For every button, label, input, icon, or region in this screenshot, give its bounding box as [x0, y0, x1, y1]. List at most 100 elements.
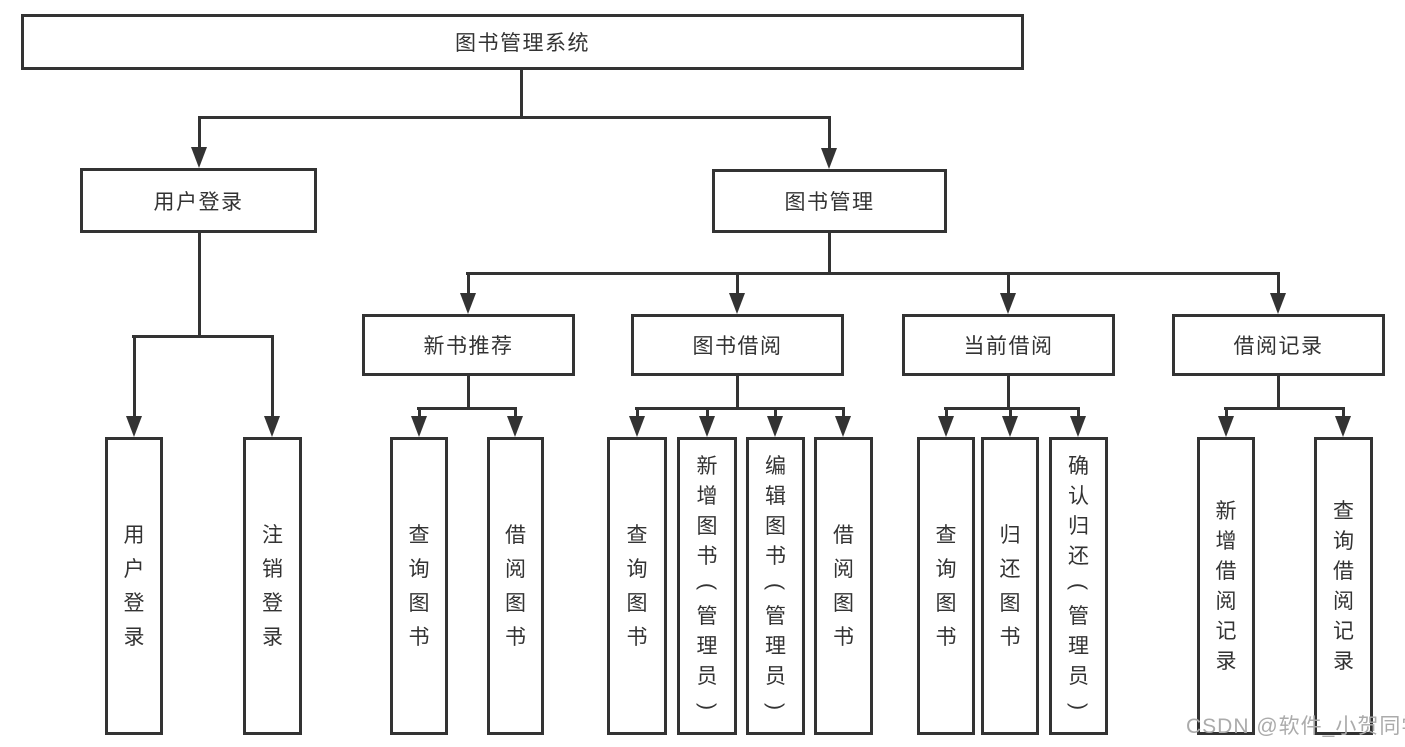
- connector-stem-root: [519, 70, 523, 118]
- arrowhead-down-icon: [699, 416, 715, 437]
- leaf-label-char: 登: [262, 591, 283, 615]
- leaf-label-char: 查: [626, 523, 648, 547]
- leaf-label-char: 阅: [833, 557, 854, 581]
- leaf-label-char: 查: [935, 523, 957, 547]
- arrowhead-down-icon: [1218, 416, 1234, 437]
- connector-rail-borrowing-records: [1224, 406, 1345, 410]
- leaf-label-char: 编: [765, 454, 786, 478]
- connector-rail-new-book-recommend: [417, 406, 517, 410]
- connector-arrow-shaft: [827, 117, 831, 150]
- leaf-label-char: 书: [505, 625, 526, 649]
- node-user-login: 用户登录: [80, 168, 317, 233]
- arrowhead-down-icon: [1335, 416, 1351, 437]
- leaf-label-char: 理: [696, 634, 718, 658]
- leaf-label-char: (: [764, 582, 787, 590]
- leaf-query-books-borrow: 查询图书: [607, 437, 667, 735]
- leaf-label-char: 增: [696, 484, 718, 508]
- node-new-book-recommend-label: 新书推荐: [423, 335, 514, 358]
- arrowhead-down-icon: [938, 416, 954, 437]
- arrowhead-down-icon: [821, 148, 837, 169]
- connector-rail-current-borrowing: [944, 406, 1080, 410]
- connector-arrow-shaft: [1224, 408, 1228, 418]
- leaf-label-char: 图: [505, 591, 526, 615]
- connector-arrow-shaft: [944, 408, 948, 418]
- node-current-borrowing: 当前借阅: [902, 314, 1115, 376]
- node-borrowing-records: 借阅记录: [1172, 314, 1385, 376]
- leaf-borrow-books: 借阅图书: [814, 437, 873, 735]
- leaf-label-char: 登: [123, 591, 145, 615]
- connector-rail-book-borrowing: [635, 406, 845, 410]
- arrowhead-down-icon: [411, 416, 427, 437]
- connector-arrow-shaft: [513, 408, 517, 418]
- leaf-label-char: 阅: [1215, 589, 1237, 613]
- leaf-label-char: 阅: [1333, 589, 1354, 613]
- leaf-label-char: ): [764, 702, 787, 710]
- connector-arrow-shaft: [1276, 273, 1280, 295]
- leaf-label-char: 图: [626, 591, 648, 615]
- leaf-label-char: 借: [833, 523, 854, 547]
- leaf-label-char: 用: [123, 523, 145, 547]
- arrowhead-down-icon: [126, 416, 142, 437]
- connector-stem-user-login: [197, 233, 201, 337]
- connector-stem-new-book-recommend: [466, 376, 470, 409]
- leaf-label-char: 新: [696, 454, 718, 478]
- leaf-label-char: 记: [1333, 619, 1354, 643]
- connector-rail-user-login: [132, 334, 274, 338]
- node-book-management-label: 图书管理: [784, 191, 875, 214]
- connector-rail-book-management: [466, 271, 1280, 275]
- node-book-borrowing-label: 图书借阅: [692, 335, 783, 358]
- leaf-user-login: 用户登录: [105, 437, 163, 735]
- leaf-label-char: 图: [999, 591, 1021, 615]
- leaf-query-books-recommend: 查询图书: [390, 437, 448, 735]
- leaf-label-char: 查: [1333, 499, 1354, 523]
- arrowhead-down-icon: [729, 293, 745, 314]
- leaf-label-char: 管: [765, 604, 786, 628]
- connector-arrow-shaft: [270, 336, 274, 418]
- arrowhead-down-icon: [191, 147, 207, 168]
- node-borrowing-records-label: 借阅记录: [1233, 335, 1324, 358]
- connector-stem-book-borrowing: [735, 376, 739, 409]
- leaf-label-char: 书: [626, 625, 648, 649]
- leaf-label-char: 增: [1215, 529, 1237, 553]
- leaf-label-char: 查: [408, 523, 430, 547]
- node-book-borrowing: 图书借阅: [631, 314, 844, 376]
- arrowhead-down-icon: [1270, 293, 1286, 314]
- connector-arrow-shaft: [841, 408, 845, 418]
- leaf-label-char: ): [1067, 702, 1090, 710]
- arrowhead-down-icon: [1002, 416, 1018, 437]
- leaf-label-char: 员: [765, 664, 786, 688]
- leaf-label-char: 归: [1068, 514, 1089, 538]
- arrowhead-down-icon: [835, 416, 851, 437]
- leaf-label-char: (: [695, 582, 719, 590]
- leaf-label-char: 录: [262, 625, 283, 649]
- leaf-label-char: 认: [1068, 484, 1089, 508]
- leaf-label-char: 销: [262, 557, 283, 581]
- leaf-label-char: 询: [935, 557, 957, 581]
- leaf-label-char: 书: [833, 625, 854, 649]
- leaf-label-char: 询: [408, 557, 430, 581]
- leaf-label-char: 书: [696, 544, 718, 568]
- arrowhead-down-icon: [264, 416, 280, 437]
- leaf-label-char: 确: [1068, 454, 1089, 478]
- leaf-label-char: 管: [696, 604, 718, 628]
- leaf-label-char: 管: [1068, 604, 1089, 628]
- node-new-book-recommend: 新书推荐: [362, 314, 575, 376]
- leaf-label-char: 书: [765, 544, 786, 568]
- leaf-label-char: 书: [935, 625, 957, 649]
- leaf-label-char: 户: [123, 557, 145, 581]
- leaf-add-borrow-record: 新增借阅记录: [1197, 437, 1255, 735]
- leaf-label-char: 员: [696, 664, 718, 688]
- leaf-edit-book-admin: 编辑图书(管理员): [746, 437, 805, 735]
- connector-stem-borrowing-records: [1276, 376, 1280, 409]
- leaf-label-char: 辑: [765, 484, 786, 508]
- connector-stem-current-borrowing: [1006, 376, 1010, 409]
- connector-stem-book-management: [827, 233, 831, 274]
- arrowhead-down-icon: [767, 416, 783, 437]
- connector-arrow-shaft: [773, 408, 777, 418]
- leaf-label-char: 图: [833, 591, 854, 615]
- connector-arrow-shaft: [1076, 408, 1080, 418]
- leaf-query-books-current: 查询图书: [917, 437, 975, 735]
- leaf-label-char: 还: [1068, 544, 1089, 568]
- leaf-label-char: 理: [765, 634, 786, 658]
- node-library-management-system: 图书管理系统: [21, 14, 1024, 70]
